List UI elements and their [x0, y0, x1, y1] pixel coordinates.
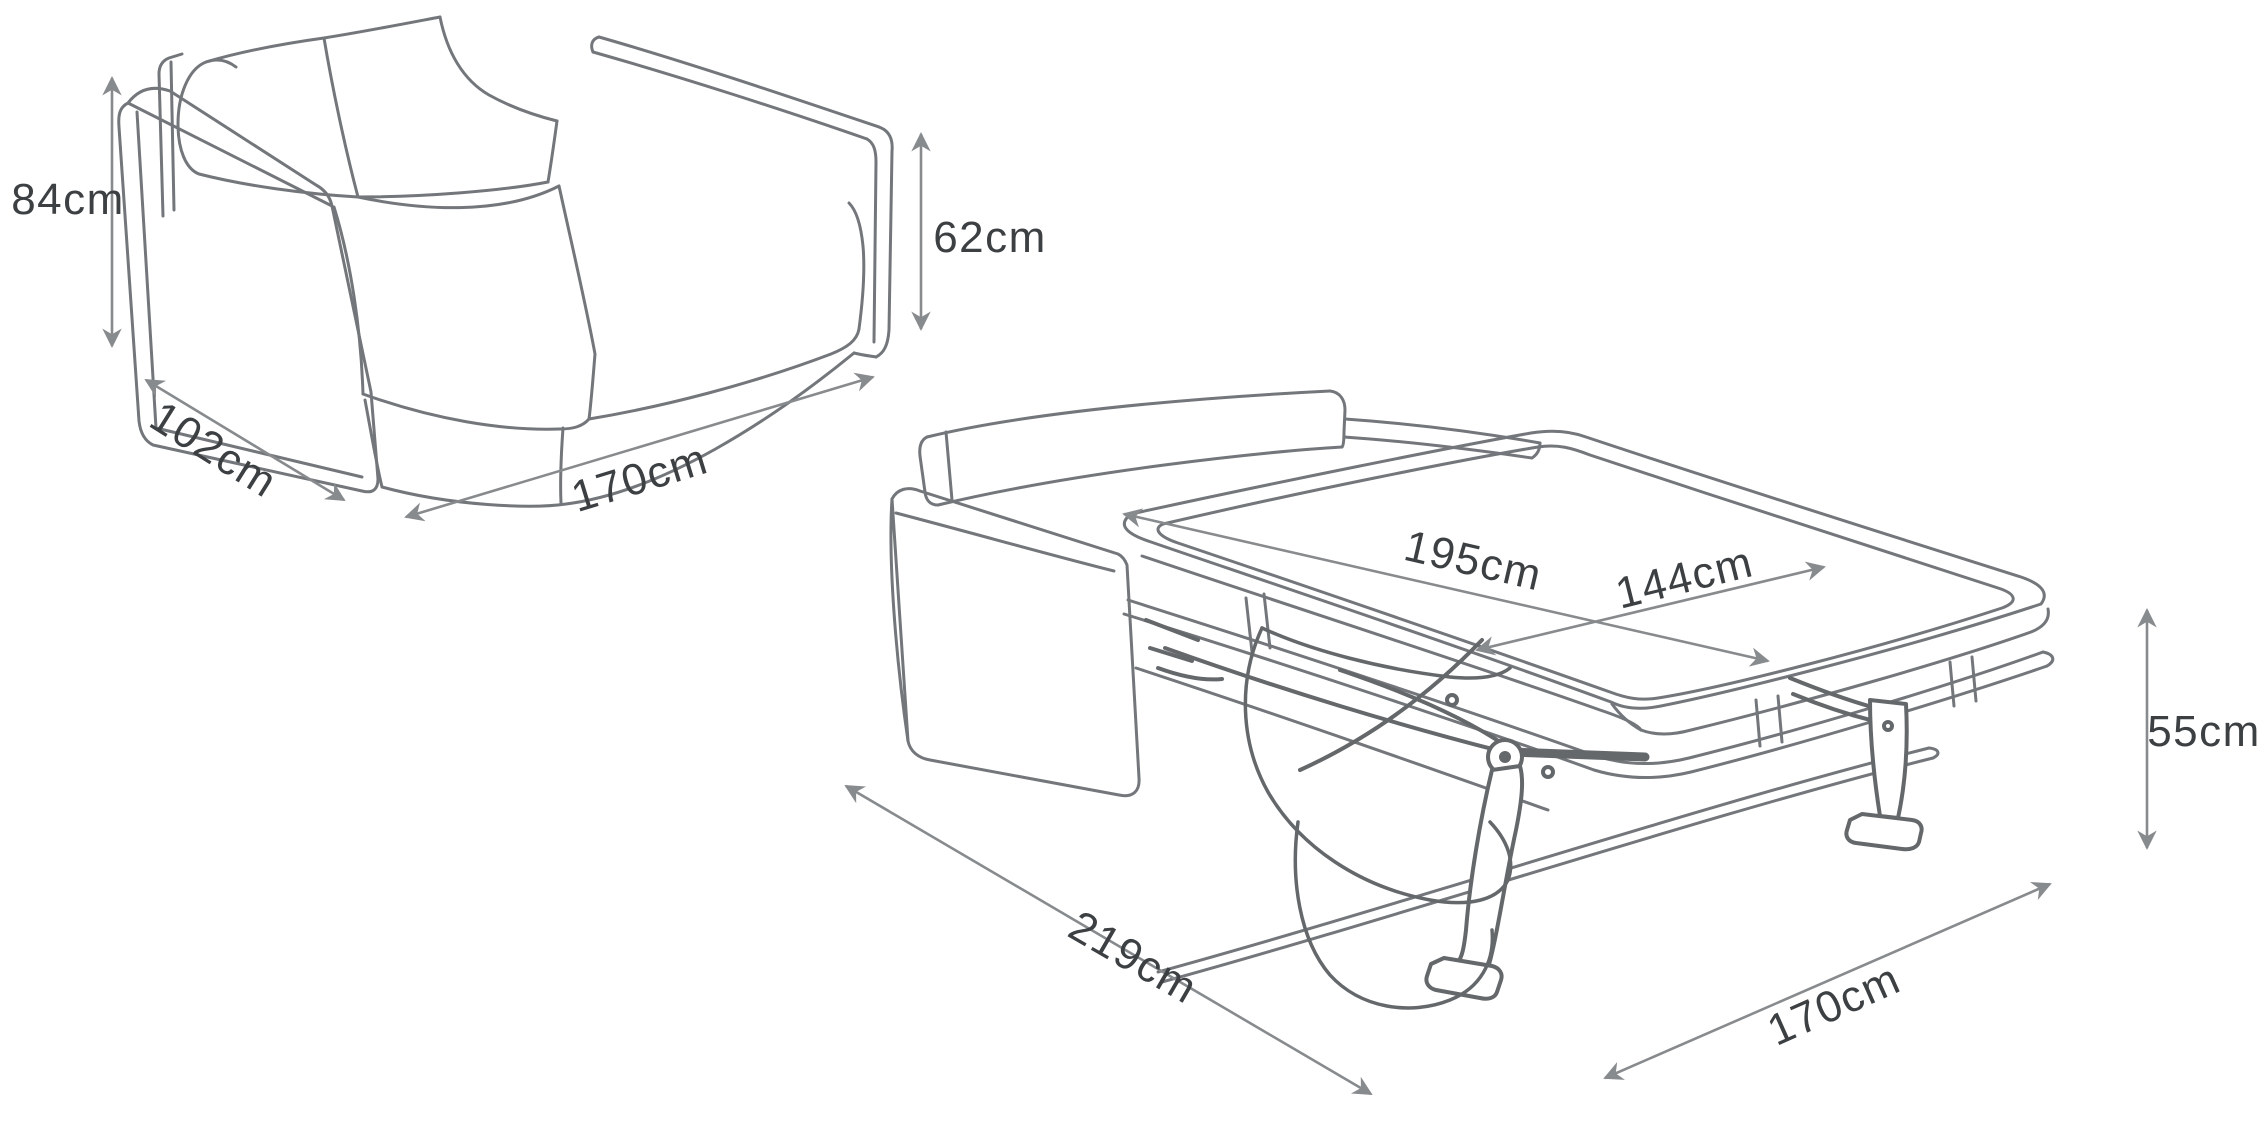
open-mattress-width-label: 144cm	[1611, 537, 1758, 618]
dimension-arrows	[102, 76, 2157, 1096]
width-arrow-closed	[404, 372, 875, 522]
mattress-width-arrow	[1475, 561, 1826, 656]
open-depth-arrow	[844, 784, 1373, 1096]
sofa-open-mechanism	[1144, 618, 1924, 1010]
depth-arrow-closed	[144, 378, 346, 502]
dimension-labels: 84cm 102cm 170cm 62cm 195cm 144cm 219cm …	[11, 175, 2261, 1056]
closed-height-label: 84cm	[11, 175, 125, 224]
open-mattress-length-label: 195cm	[1400, 521, 1547, 600]
closed-depth-label: 102cm	[142, 392, 286, 508]
open-width-label: 170cm	[1760, 954, 1907, 1056]
open-depth-label: 219cm	[1061, 901, 1206, 1013]
frame-width-arrow-open	[1603, 882, 2052, 1080]
open-height-label: 55cm	[2147, 707, 2261, 756]
closed-seat-height-label: 62cm	[933, 213, 1047, 262]
sofa-closed-illustration	[117, 15, 894, 508]
